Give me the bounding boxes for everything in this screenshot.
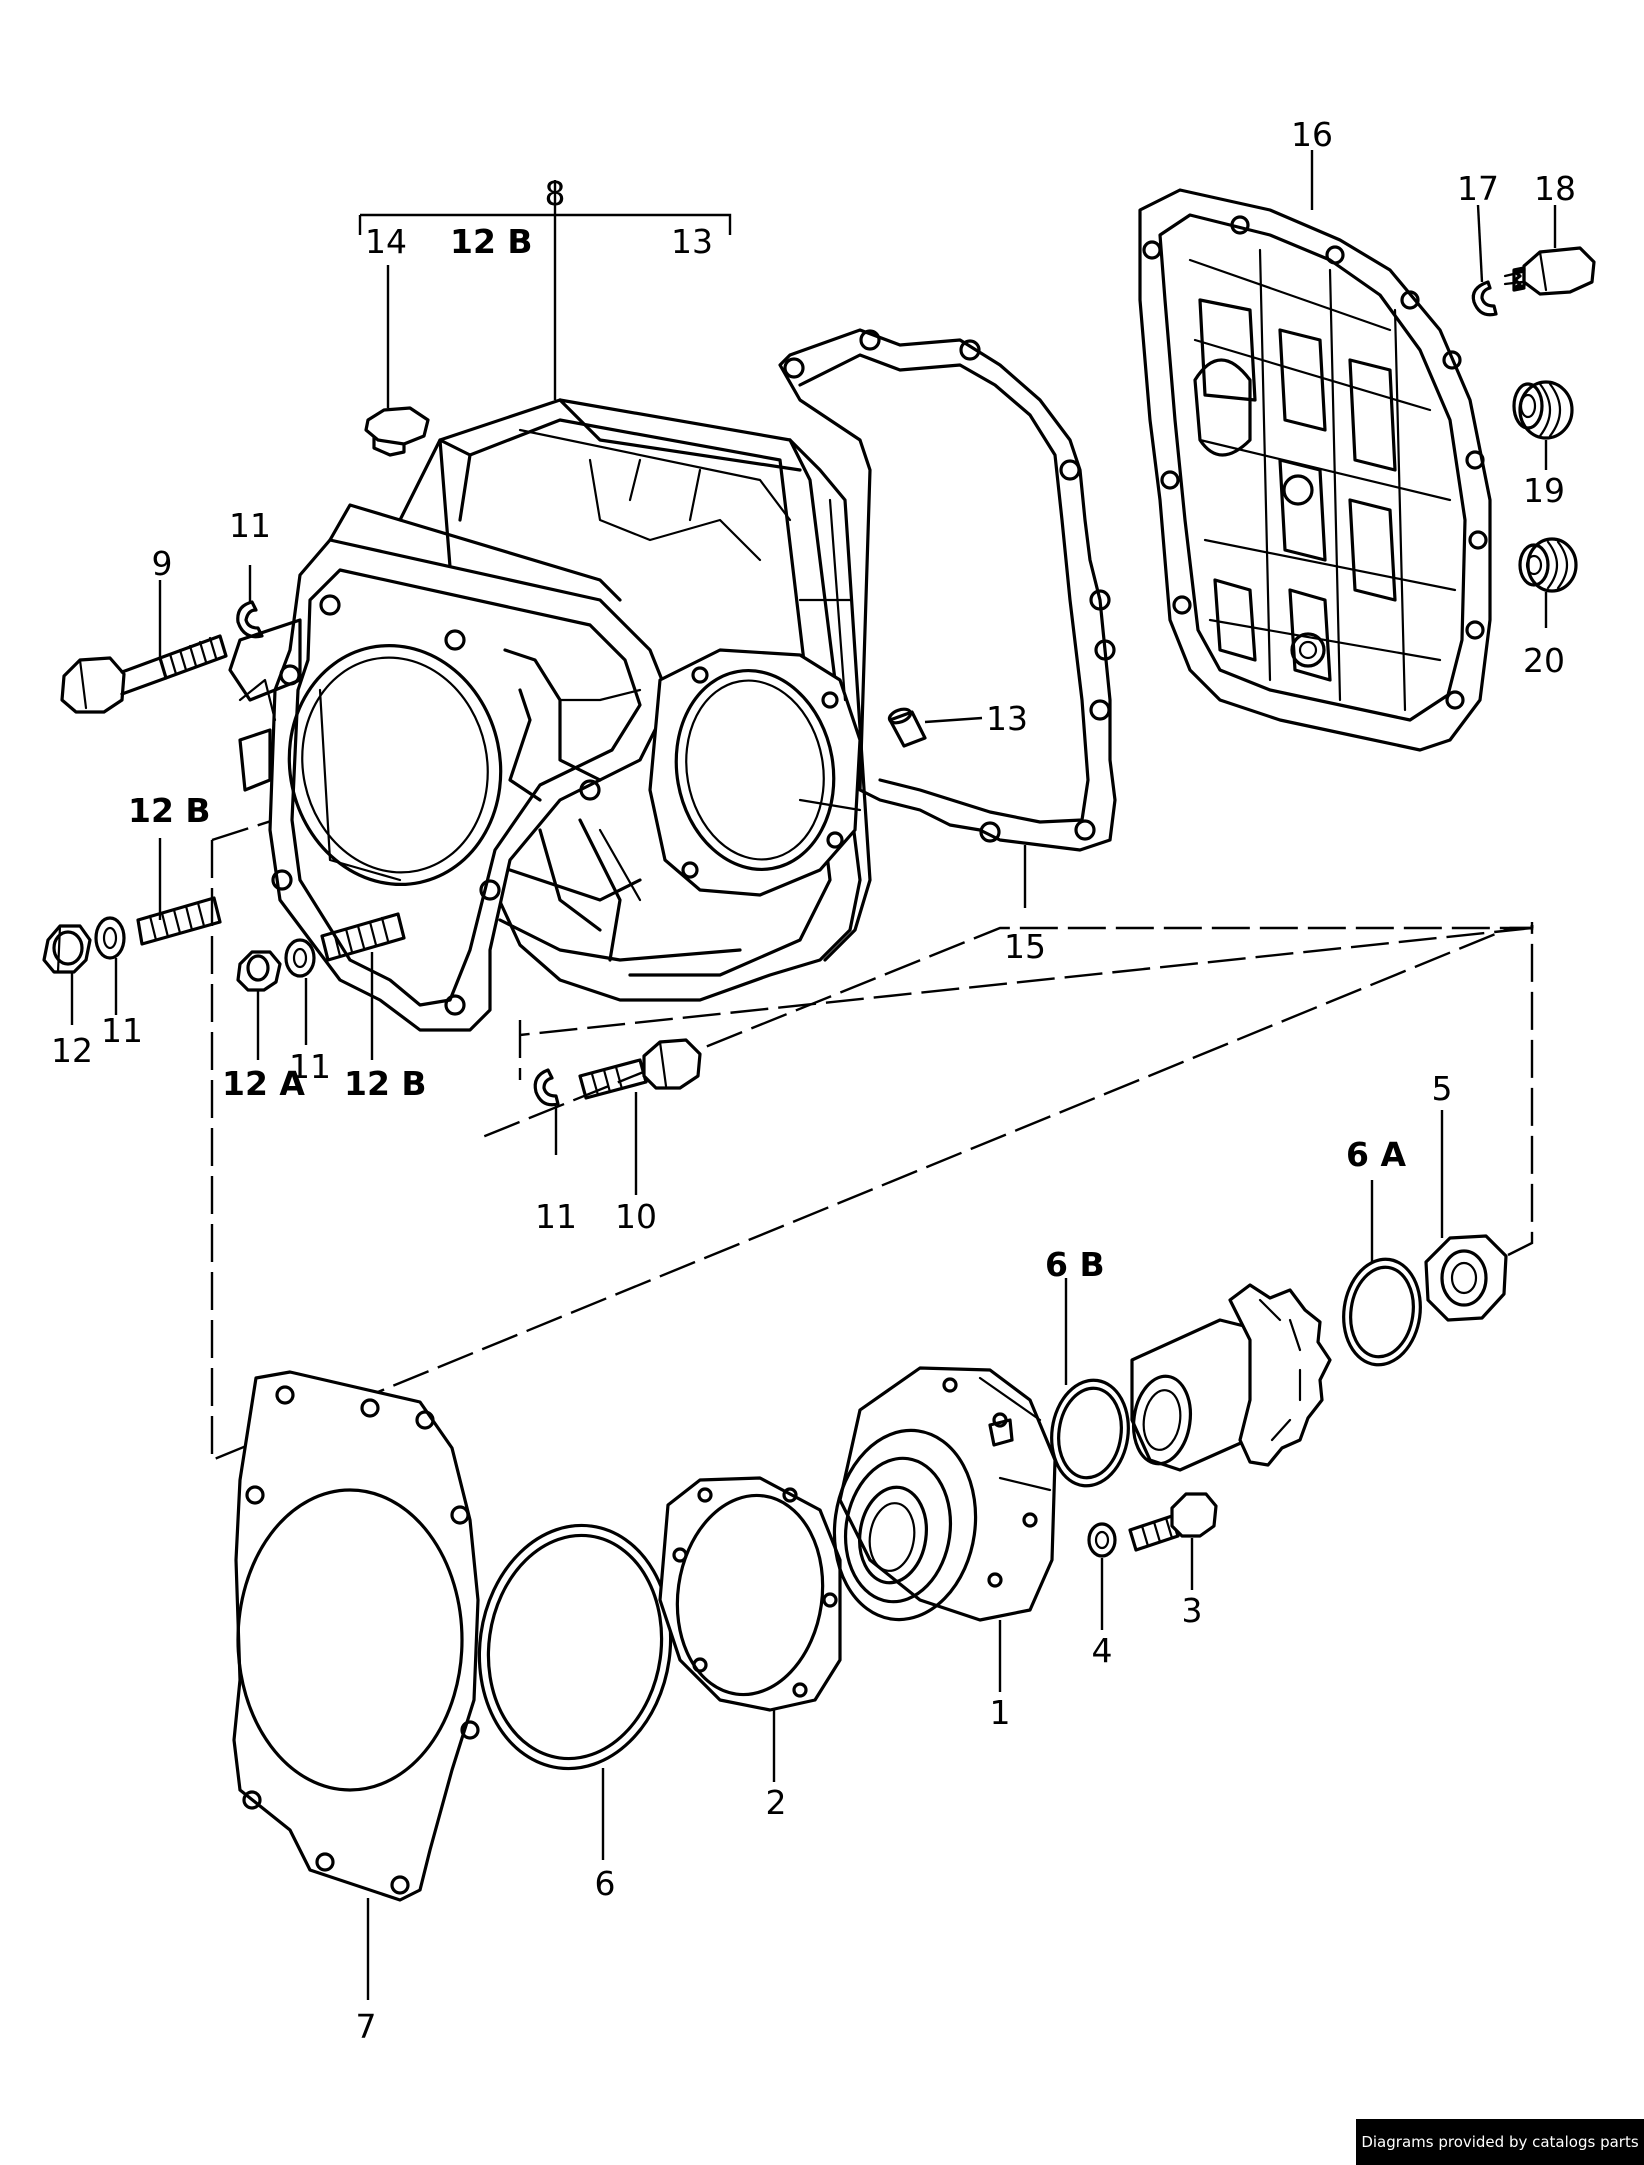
dowel-13 <box>887 707 927 748</box>
bearing-housing-1 <box>832 1366 1057 1622</box>
callout-labels: 8 14 12 B 13 16 17 18 19 20 13 15 9 11 1… <box>51 115 1576 2046</box>
o-ring-6 <box>477 1523 673 1771</box>
label-12b-left: 12 B <box>128 791 211 830</box>
shim-ring-2 <box>658 1476 842 1712</box>
nut-5 <box>1424 1234 1508 1322</box>
label-4: 4 <box>1092 1631 1113 1670</box>
label-16: 16 <box>1291 115 1333 154</box>
label-12: 12 <box>51 1031 93 1070</box>
label-13-right: 13 <box>986 699 1028 738</box>
plug-14 <box>364 406 430 457</box>
washer-11-d <box>533 1068 560 1107</box>
label-9: 9 <box>152 544 173 583</box>
stud-12b-b <box>320 912 406 962</box>
plug-19 <box>1512 380 1574 440</box>
label-17: 17 <box>1457 169 1499 208</box>
label-1: 1 <box>990 1693 1011 1732</box>
o-ring-6b <box>1050 1378 1130 1488</box>
label-12b-mid: 12 B <box>344 1064 427 1103</box>
plug-20 <box>1518 537 1578 593</box>
label-11-top: 11 <box>229 506 271 545</box>
washer-11-c <box>284 938 316 978</box>
diagram-credit-badge: Diagrams provided by catalogs parts <box>1356 2119 1644 2165</box>
label-6b: 6 B <box>1045 1245 1105 1284</box>
label-5: 5 <box>1432 1069 1453 1108</box>
label-11-bottom: 11 <box>535 1197 577 1236</box>
washer-17 <box>1471 280 1498 317</box>
flange-plate-7 <box>232 1370 480 1902</box>
label-11-mid: 11 <box>289 1047 331 1086</box>
stud-12b-a <box>136 896 222 946</box>
label-6: 6 <box>595 1864 616 1903</box>
label-8: 8 <box>545 174 566 213</box>
label-14: 14 <box>365 222 407 261</box>
label-18: 18 <box>1534 169 1576 208</box>
label-19: 19 <box>1523 471 1565 510</box>
nut-12 <box>42 924 92 974</box>
bolt-18 <box>1503 246 1596 296</box>
bolt-3 <box>1128 1492 1218 1552</box>
nut-12a <box>236 950 282 992</box>
label-20: 20 <box>1523 641 1565 680</box>
label-6a: 6 A <box>1346 1135 1406 1174</box>
leader-lines <box>70 150 1557 2000</box>
washer-11-a <box>236 600 264 639</box>
pinion-gear-shaft <box>1130 1283 1332 1472</box>
side-cover-16 <box>1138 188 1492 752</box>
bolt-10 <box>578 1038 702 1100</box>
label-12b-top: 12 B <box>450 222 533 261</box>
washer-11-b <box>94 916 126 960</box>
bolt-9 <box>60 634 228 714</box>
washer-4 <box>1087 1522 1117 1558</box>
gasket-15 <box>778 328 1117 852</box>
label-7: 7 <box>356 2007 377 2046</box>
label-3: 3 <box>1182 1591 1203 1630</box>
label-11-left: 11 <box>101 1011 143 1050</box>
transmission-housing <box>228 398 872 1032</box>
label-13-top: 13 <box>671 222 713 261</box>
label-10: 10 <box>615 1197 657 1236</box>
o-ring-6a <box>1342 1257 1422 1367</box>
label-2: 2 <box>766 1783 787 1822</box>
label-15: 15 <box>1004 927 1046 966</box>
label-12a: 12 A <box>222 1064 305 1103</box>
